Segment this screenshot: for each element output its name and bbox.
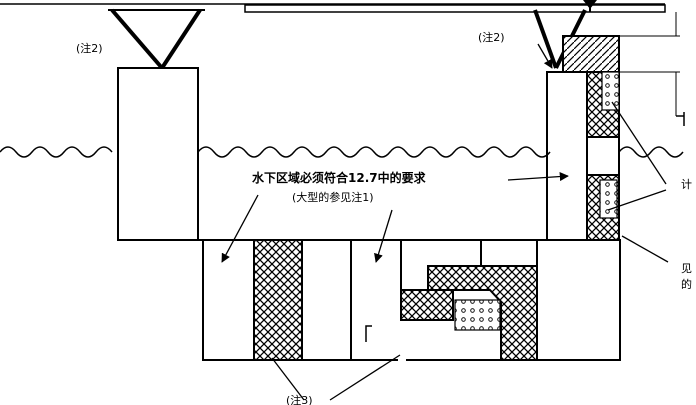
underwater-zone-text: 水下区域必须符合12.7中的要求	[252, 170, 427, 185]
deck	[0, 3, 666, 13]
pontoon-base	[118, 239, 621, 364]
leader-lines	[221, 43, 669, 401]
note-top-left: (注2)	[76, 41, 103, 55]
right-partial-label-2: 见	[681, 262, 692, 275]
left-column	[117, 67, 199, 241]
right-partial-label-1: 计	[681, 178, 692, 191]
note-top-right: (注2)	[478, 30, 505, 44]
dimension-lines	[619, 12, 685, 126]
right-partial-label-3: 的	[681, 277, 692, 291]
large-structure-note: (大型的参见注1)	[292, 190, 374, 204]
note-bottom: (注3)	[286, 393, 313, 405]
water-surface	[0, 146, 684, 158]
left-support-truss	[108, 8, 205, 70]
